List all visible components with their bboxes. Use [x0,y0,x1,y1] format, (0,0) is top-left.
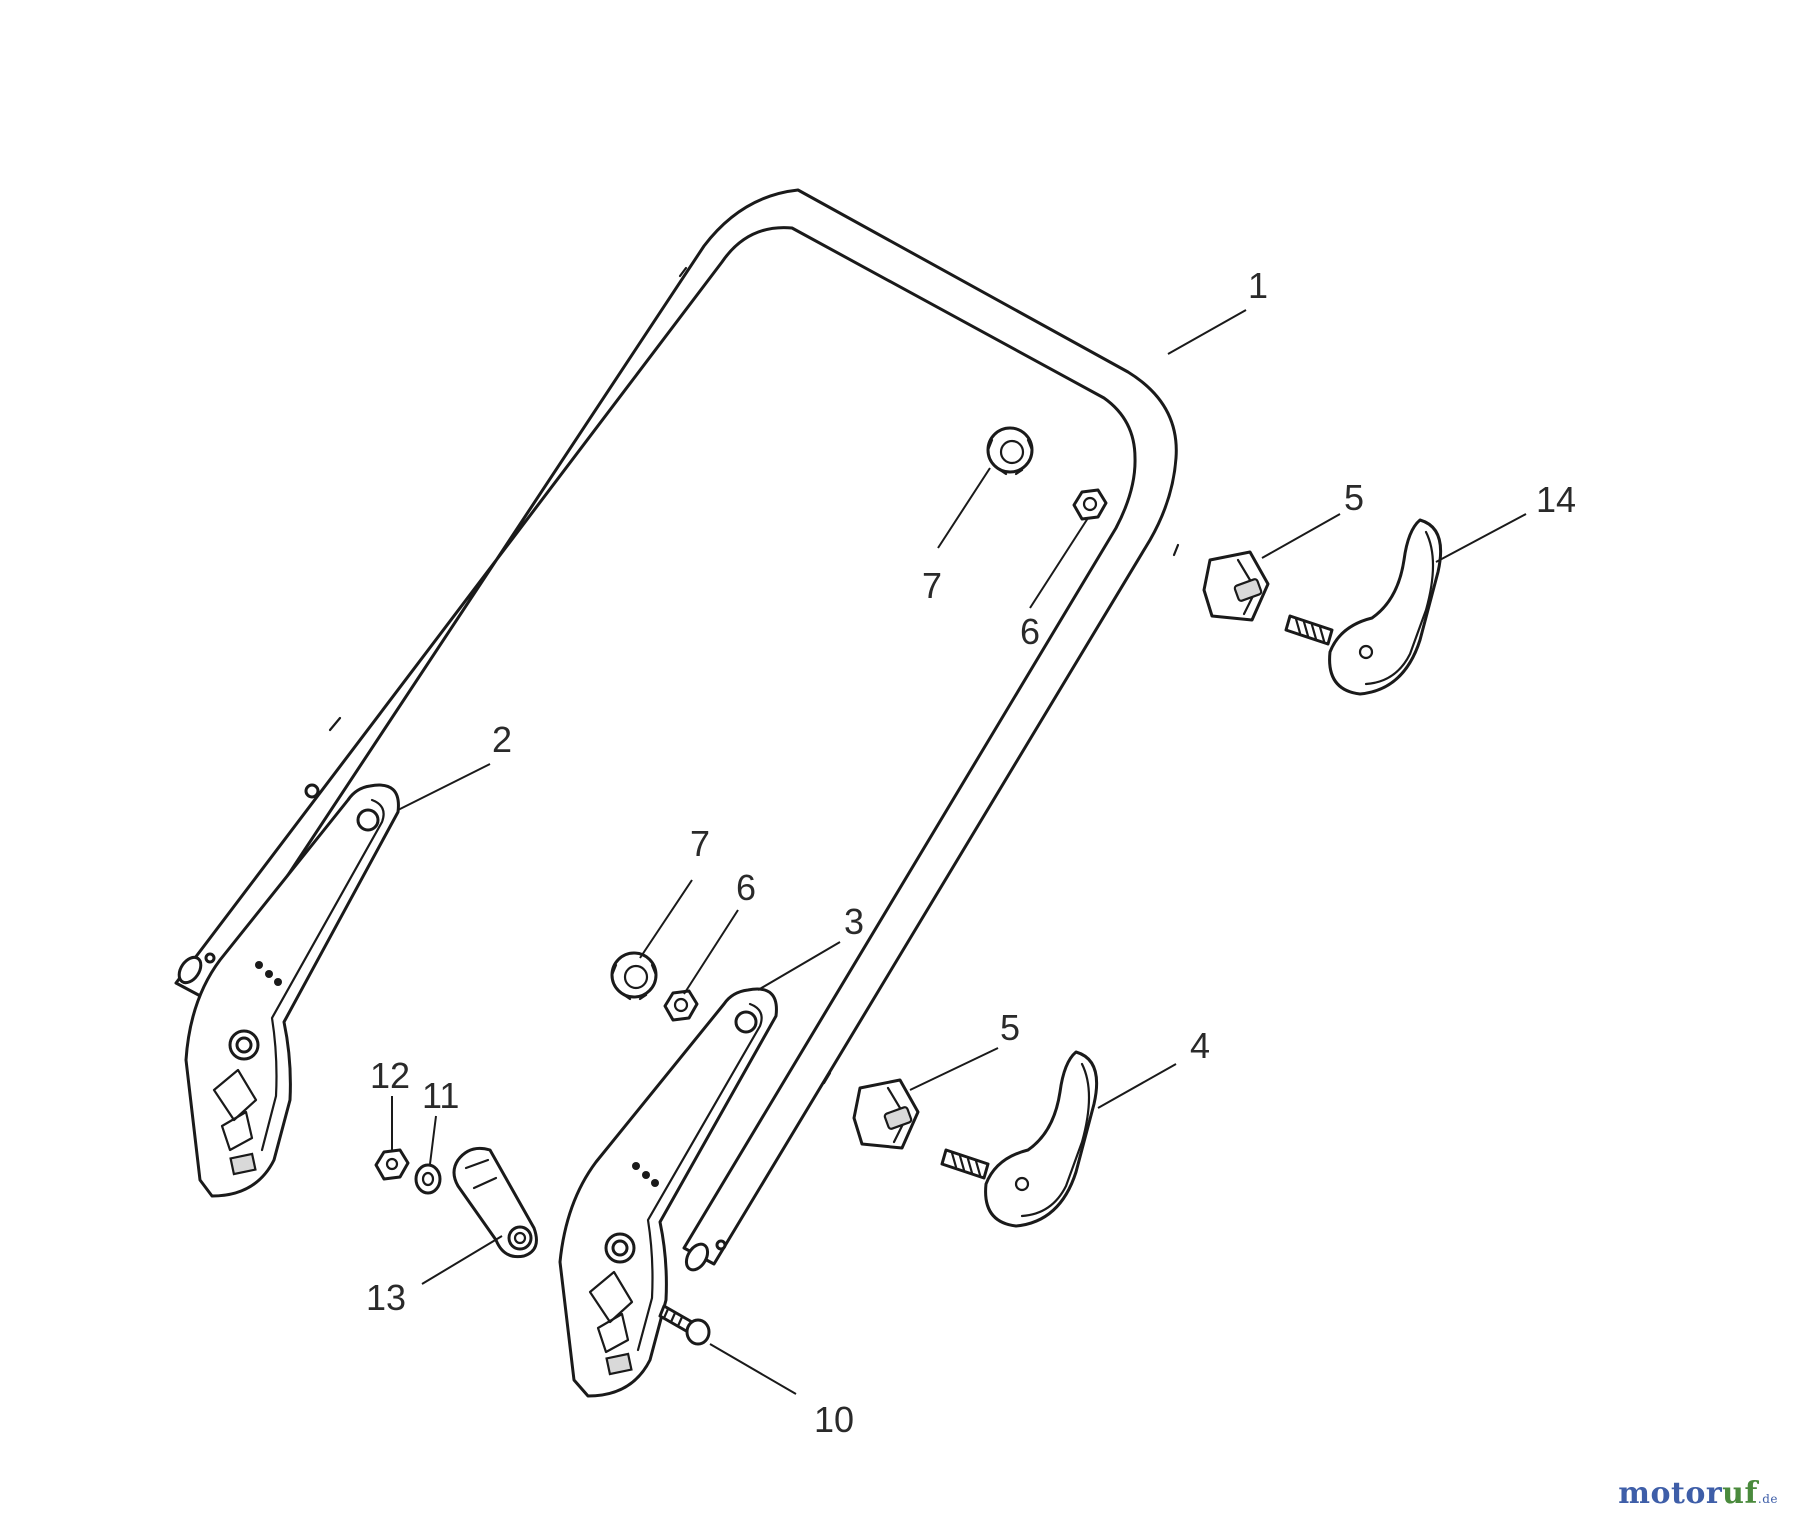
part-13-pivot-lever [452,1146,538,1259]
part-5-clamp-block-lower [852,1078,920,1150]
part-1-handle-bar [174,188,1180,1272]
callout-labels: 1 2 3 4 5 5 6 6 7 7 10 11 12 13 14 [366,265,1576,1440]
part-7-knob-nut-upper [986,426,1034,476]
leader-2 [397,763,491,811]
watermark-logo: motoruf.de [1618,1476,1778,1511]
watermark-part1: motor [1618,1476,1723,1511]
callout-3: 3 [844,901,864,942]
leader-4 [1097,1063,1177,1109]
callout-4: 4 [1190,1025,1210,1066]
part-4-clamp-lever [940,1050,1099,1228]
leader-13 [421,1235,503,1285]
callout-11: 11 [422,1075,459,1116]
callout-10: 10 [814,1399,854,1440]
callout-7b: 7 [690,823,710,864]
callout-5b: 5 [1000,1007,1020,1048]
part-12-hex-nut [374,1148,410,1181]
part-14-clamp-lever [1284,518,1443,696]
part-6-hex-nut-upper [1072,488,1108,521]
part-10-screw [658,1304,711,1346]
watermark-tld: .de [1757,1492,1778,1506]
callout-2: 2 [492,719,512,760]
part-2-left-bracket [184,783,400,1198]
callout-1: 1 [1248,265,1268,306]
callout-7a: 7 [922,565,942,606]
leader-5a [1261,513,1341,559]
part-3-right-bracket [558,987,778,1398]
leader-5b [909,1047,999,1091]
callout-6b: 6 [736,867,756,908]
leader-14 [1435,513,1527,563]
leader-11 [429,1115,437,1165]
leader-6a [1029,517,1089,609]
leader-6b [683,909,739,995]
leader-10 [709,1343,797,1395]
part-7-knob-nut-lower [610,951,658,1001]
callout-13: 13 [366,1277,406,1318]
watermark-part2: uf [1722,1476,1758,1511]
callout-6a: 6 [1020,611,1040,652]
part-5-clamp-block-upper [1202,550,1270,622]
leader-1 [1167,309,1247,355]
leader-3 [757,941,841,991]
callout-14: 14 [1536,479,1576,520]
leader-lines [391,309,1527,1395]
leader-7b [639,879,693,959]
callout-5a: 5 [1344,477,1364,518]
callout-12: 12 [370,1055,410,1096]
part-6-hex-nut-lower [663,989,699,1022]
leader-7a [937,467,991,549]
part-11-washer [414,1163,442,1195]
